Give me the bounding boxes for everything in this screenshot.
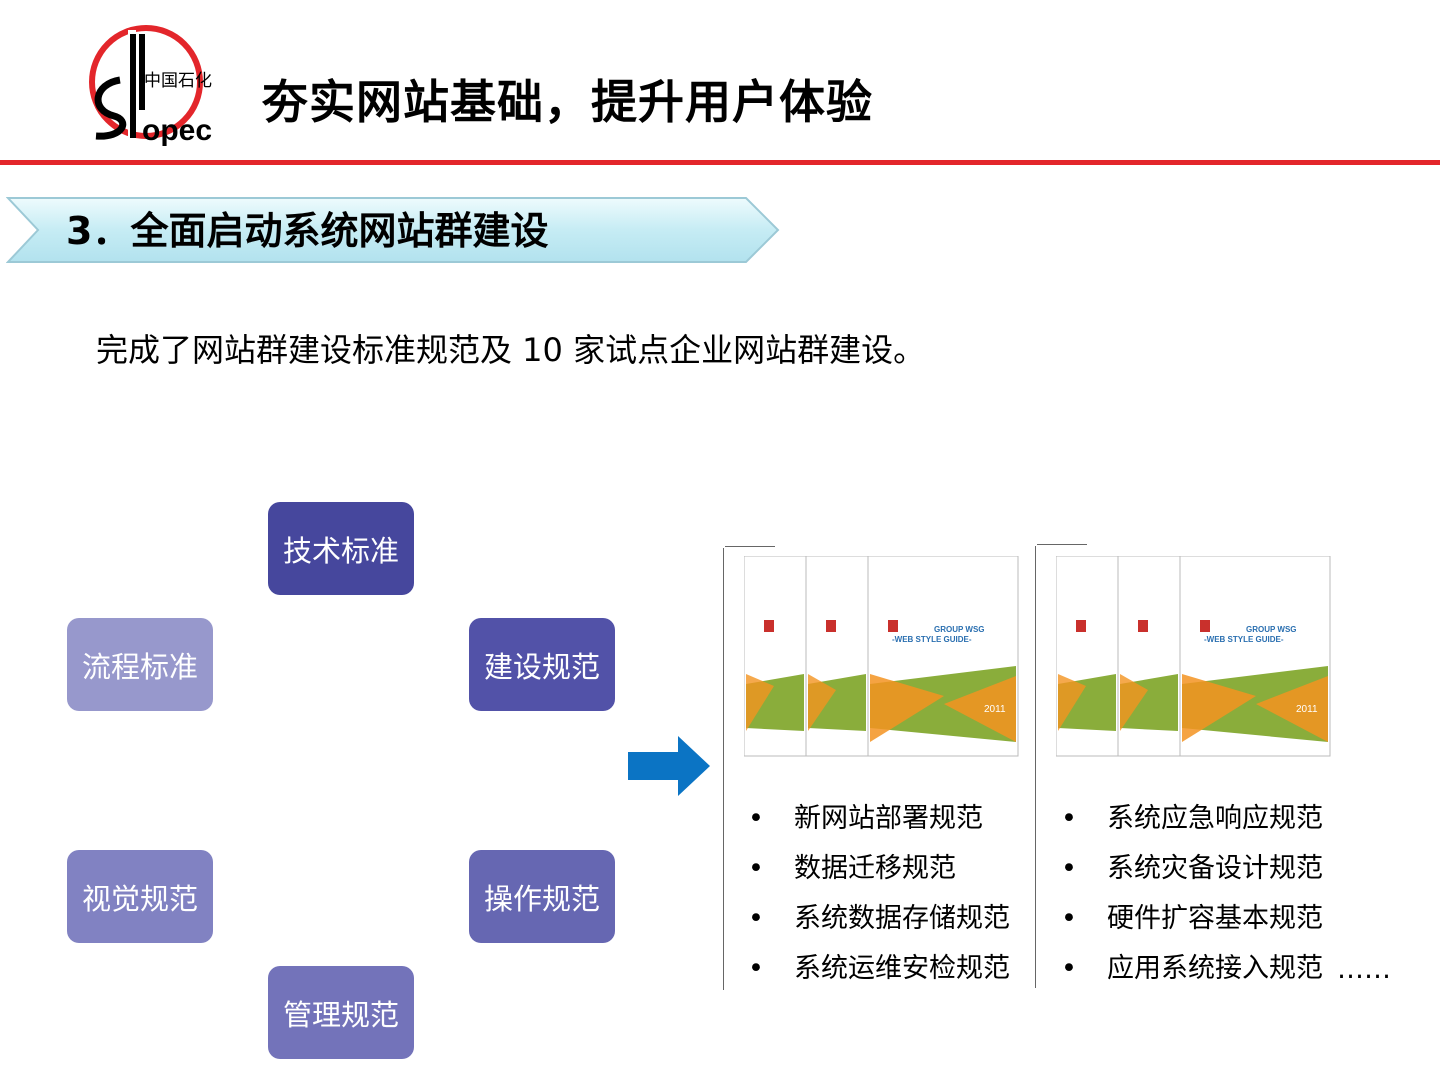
right-group-border: [1035, 546, 1036, 988]
list-item: 应用系统接入规范: [1061, 944, 1323, 994]
list-item: 系统灾备设计规范: [1061, 844, 1323, 894]
intro-text: 完成了网站群建设标准规范及 10 家试点企业网站群建设。: [96, 327, 925, 373]
node-operation-spec: 操作规范: [469, 850, 615, 943]
cover-group-text: GROUP WSG: [934, 625, 985, 634]
cover-year: 2011: [984, 704, 1006, 715]
list-item: 数据迁移规范: [748, 844, 1010, 894]
list-item: 硬件扩容基本规范: [1061, 894, 1323, 944]
left-group-border: [723, 548, 724, 990]
section-heading: 3．全面启动系统网站群建设: [66, 206, 548, 256]
list-item: 系统数据存储规范: [748, 894, 1010, 944]
right-spec-list: 系统应急响应规范 系统灾备设计规范 硬件扩容基本规范 应用系统接入规范: [1061, 794, 1323, 994]
list-item: 系统应急响应规范: [1061, 794, 1323, 844]
node-build-spec: 建设规范: [469, 618, 615, 711]
style-guide-covers-right: GROUP WSG -WEB STYLE GUIDE- 2011: [1056, 556, 1332, 758]
cover-guide-text: -WEB STYLE GUIDE-: [1204, 635, 1284, 644]
list-item: 系统运维安检规范: [748, 944, 1010, 994]
page-title: 夯实网站基础，提升用户体验: [262, 72, 873, 132]
list-item: 新网站部署规范: [748, 794, 1010, 844]
node-visual-spec: 视觉规范: [67, 850, 213, 943]
sinopec-logo: 中国石化 opec: [84, 20, 214, 150]
node-tech-standard: 技术标准: [268, 502, 414, 595]
svg-text:中国石化: 中国石化: [144, 71, 212, 90]
left-group-top-edge: [725, 546, 775, 547]
right-group-top-edge: [1037, 544, 1087, 545]
cover-year: 2011: [1296, 704, 1318, 715]
node-process-standard: 流程标准: [67, 618, 213, 711]
left-spec-list: 新网站部署规范 数据迁移规范 系统数据存储规范 系统运维安检规范: [748, 794, 1010, 994]
trailing-ellipsis: ……: [1337, 950, 1391, 990]
svg-text:opec: opec: [142, 114, 212, 147]
right-arrow-icon: [628, 736, 710, 796]
cover-group-text: GROUP WSG: [1246, 625, 1297, 634]
style-guide-covers-left: GROUP WSG -WEB STYLE GUIDE- 2011: [744, 556, 1020, 758]
header-divider: [0, 160, 1440, 165]
cover-guide-text: -WEB STYLE GUIDE-: [892, 635, 972, 644]
node-management-spec: 管理规范: [268, 966, 414, 1059]
